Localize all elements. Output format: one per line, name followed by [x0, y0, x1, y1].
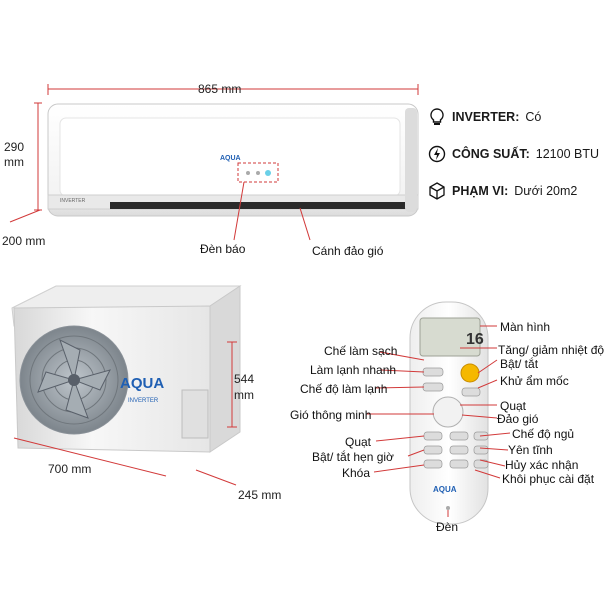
indoor-width-dimension — [47, 84, 419, 95]
indoor-depth-label: 200 mm — [2, 234, 46, 248]
remote-label-fan-right: Quạt — [500, 399, 527, 413]
indoor-width-label: 865 mm — [198, 82, 242, 96]
outdoor-dimensions — [13, 341, 237, 486]
spec-value: Có — [525, 110, 542, 124]
indicator-light-label: Đèn báo — [200, 242, 246, 256]
svg-text:AQUA: AQUA — [120, 375, 164, 392]
remote-label-dehumidify: Khử ẩm mốc — [500, 374, 569, 388]
louver-leader-line — [299, 207, 311, 241]
outdoor-unit — [11, 285, 242, 453]
bulb-icon — [428, 108, 446, 126]
box-icon — [428, 182, 446, 200]
indoor-height-dimension — [34, 102, 42, 211]
svg-text:INVERTER: INVERTER — [128, 398, 159, 404]
outdoor-height-label-unit: mm — [234, 388, 254, 402]
outdoor-height-label-value: 544 — [234, 372, 255, 386]
remote-label-smart-wind: Gió thông minh — [290, 408, 372, 422]
svg-text:AQUA: AQUA — [433, 485, 457, 494]
remote-leader-lines — [367, 325, 511, 517]
remote-label-display: Màn hình — [500, 320, 551, 334]
indoor-height-label-value: 290 — [4, 140, 25, 154]
indoor-height-label-unit: mm — [4, 155, 24, 169]
spec-value: 12100 BTU — [535, 147, 600, 161]
remote-label-timer: Bật/ tắt hẹn giờ — [312, 450, 394, 464]
remote-label-power: Bật/ tắt — [500, 357, 539, 371]
remote-label-light: Đèn — [436, 520, 459, 534]
indicator-leader-line — [233, 181, 245, 241]
svg-text:INVERTER: INVERTER — [60, 198, 86, 204]
spec-value: Dưới 20m2 — [514, 184, 578, 198]
remote-label-cancel: Hủy xác nhận — [505, 458, 579, 472]
spec-key: PHẠM VI: — [452, 184, 509, 198]
spec-row-inverter: INVERTER: Có — [428, 108, 541, 126]
svg-text:16: 16 — [466, 331, 484, 348]
louver-label: Cánh đảo gió — [312, 244, 384, 258]
indoor-unit — [47, 103, 419, 217]
remote-label-reset: Khôi phục cài đặt — [502, 472, 595, 486]
remote-label-lock: Khóa — [342, 466, 371, 480]
outdoor-width-label: 700 mm — [48, 462, 92, 476]
remote-label-sleep: Chế độ ngủ — [512, 427, 575, 441]
remote-label-temp: Tăng/ giảm nhiệt độ — [498, 343, 605, 357]
spec-key: INVERTER: — [452, 110, 520, 124]
spec-row-range: PHẠM VI: Dưới 20m2 — [428, 182, 577, 200]
remote-label-quiet: Yên tĩnh — [508, 443, 553, 457]
indoor-depth-dimension — [9, 209, 41, 223]
outdoor-depth-label: 245 mm — [238, 488, 282, 502]
power-icon — [428, 145, 446, 163]
spec-key: CÔNG SUẤT: — [452, 147, 530, 161]
remote-label-turbo: Làm lạnh nhanh — [310, 363, 397, 377]
remote-label-cool-mode: Chế độ làm lạnh — [300, 382, 388, 396]
spec-row-capacity: CÔNG SUẤT: 12100 BTU — [428, 145, 599, 163]
svg-text:AQUA: AQUA — [220, 155, 241, 162]
remote-label-swing: Đảo gió — [497, 412, 539, 426]
remote-label-fan-left: Quạt — [345, 435, 372, 449]
remote-control: 16 — [409, 301, 489, 525]
remote-label-clean: Chế làm sạch — [324, 344, 398, 358]
